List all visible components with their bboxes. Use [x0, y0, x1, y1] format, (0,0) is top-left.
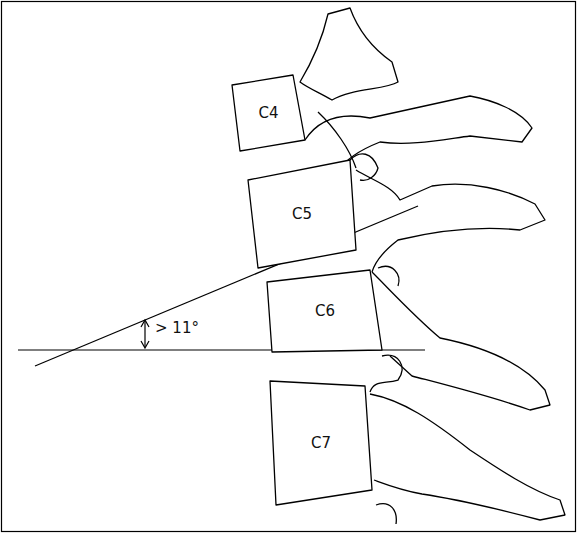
vertebra-body: C6: [265, 268, 385, 354]
vertebra-body: C5: [246, 158, 358, 270]
vertebra-body: C7: [268, 378, 374, 508]
vertebra-label: C7: [311, 435, 331, 452]
vertebra-label: C6: [315, 303, 335, 320]
vertebra-label: C5: [292, 206, 312, 223]
angle-label: > 11°: [153, 320, 201, 337]
vertebra-label: C4: [258, 105, 278, 122]
angle-lines: [18, 206, 425, 366]
vertebra-body: C4: [230, 73, 307, 153]
